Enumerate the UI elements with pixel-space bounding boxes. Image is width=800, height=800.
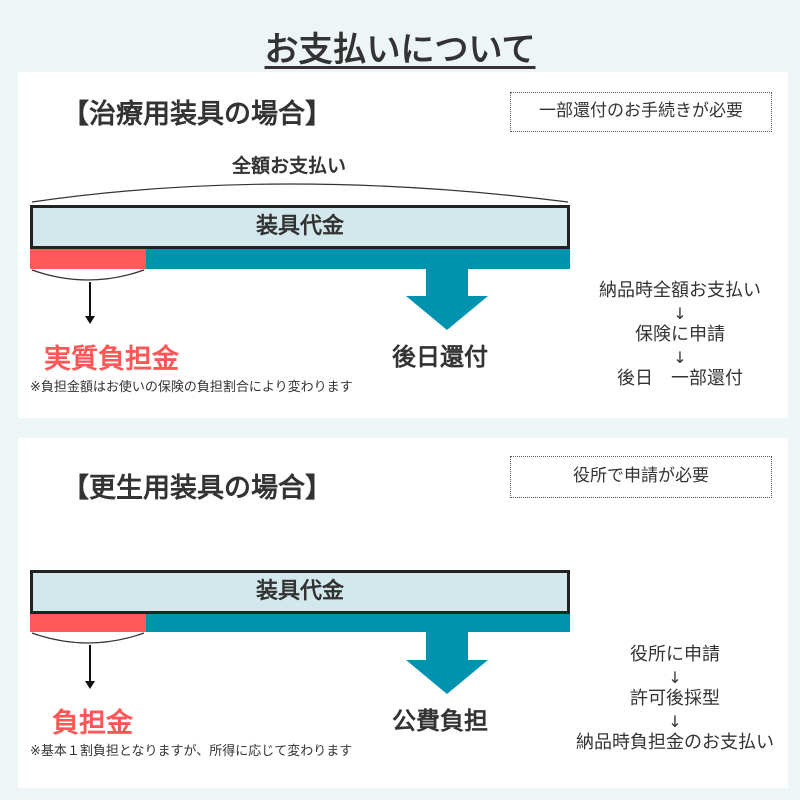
section-rehab-heading: 【更生用装具の場合】 bbox=[62, 473, 332, 504]
section-treatment-note: 一部還付のお手続きが必要 bbox=[510, 92, 772, 132]
section-treatment-footnote: ※負担金額はお使いの保険の負担割合により変わります bbox=[30, 380, 353, 395]
flow-arrow: ↓ bbox=[668, 712, 682, 731]
actual-burden-strip bbox=[30, 249, 146, 269]
public-funding-label: 公費負担 bbox=[392, 707, 488, 735]
burden-strip bbox=[30, 614, 146, 632]
flow-step: 保険に申請 bbox=[635, 324, 725, 345]
section-treatment-flow: 納品時全額お支払い ↓ 保険に申請 ↓ 後日 一部還付 bbox=[572, 282, 788, 394]
flow-step: 許可後採型 bbox=[630, 688, 720, 709]
full-payment-label: 全額お支払い bbox=[232, 155, 347, 177]
burden-arrow bbox=[31, 269, 145, 324]
section-rehab-footnote: ※基本１割負担となりますが、所得に応じて変わります bbox=[30, 744, 353, 759]
flow-arrow: ↓ bbox=[673, 304, 687, 323]
refund-strip bbox=[146, 249, 570, 269]
refund-down-arrow bbox=[406, 268, 488, 330]
flow-arrow: ↓ bbox=[668, 668, 682, 687]
flow-step: 後日 一部還付 bbox=[617, 368, 743, 389]
public-funding-down-arrow bbox=[406, 632, 488, 694]
full-payment-brace bbox=[31, 183, 569, 203]
burden-label: 負担金 bbox=[52, 708, 133, 739]
burden-arrow bbox=[31, 632, 145, 689]
section-rehab-note: 役所で申請が必要 bbox=[510, 456, 772, 498]
public-funding-strip bbox=[146, 614, 570, 632]
flow-step: 納品時全額お支払い bbox=[599, 280, 761, 301]
section-rehab-flow: 役所に申請 ↓ 許可後採型 ↓ 納品時負担金のお支払い bbox=[562, 646, 788, 758]
later-refund-label: 後日還付 bbox=[392, 343, 488, 371]
flow-arrow: ↓ bbox=[673, 348, 687, 367]
page-title: お支払いについて bbox=[264, 30, 536, 70]
flow-step: 納品時負担金のお支払い bbox=[576, 732, 774, 753]
section-treatment-heading: 【治療用装具の場合】 bbox=[62, 99, 332, 130]
actual-burden-label: 実質負担金 bbox=[44, 344, 179, 375]
device-cost-bar: 装具代金 bbox=[30, 205, 570, 249]
device-cost-bar: 装具代金 bbox=[30, 570, 570, 614]
flow-step: 役所に申請 bbox=[630, 644, 720, 665]
